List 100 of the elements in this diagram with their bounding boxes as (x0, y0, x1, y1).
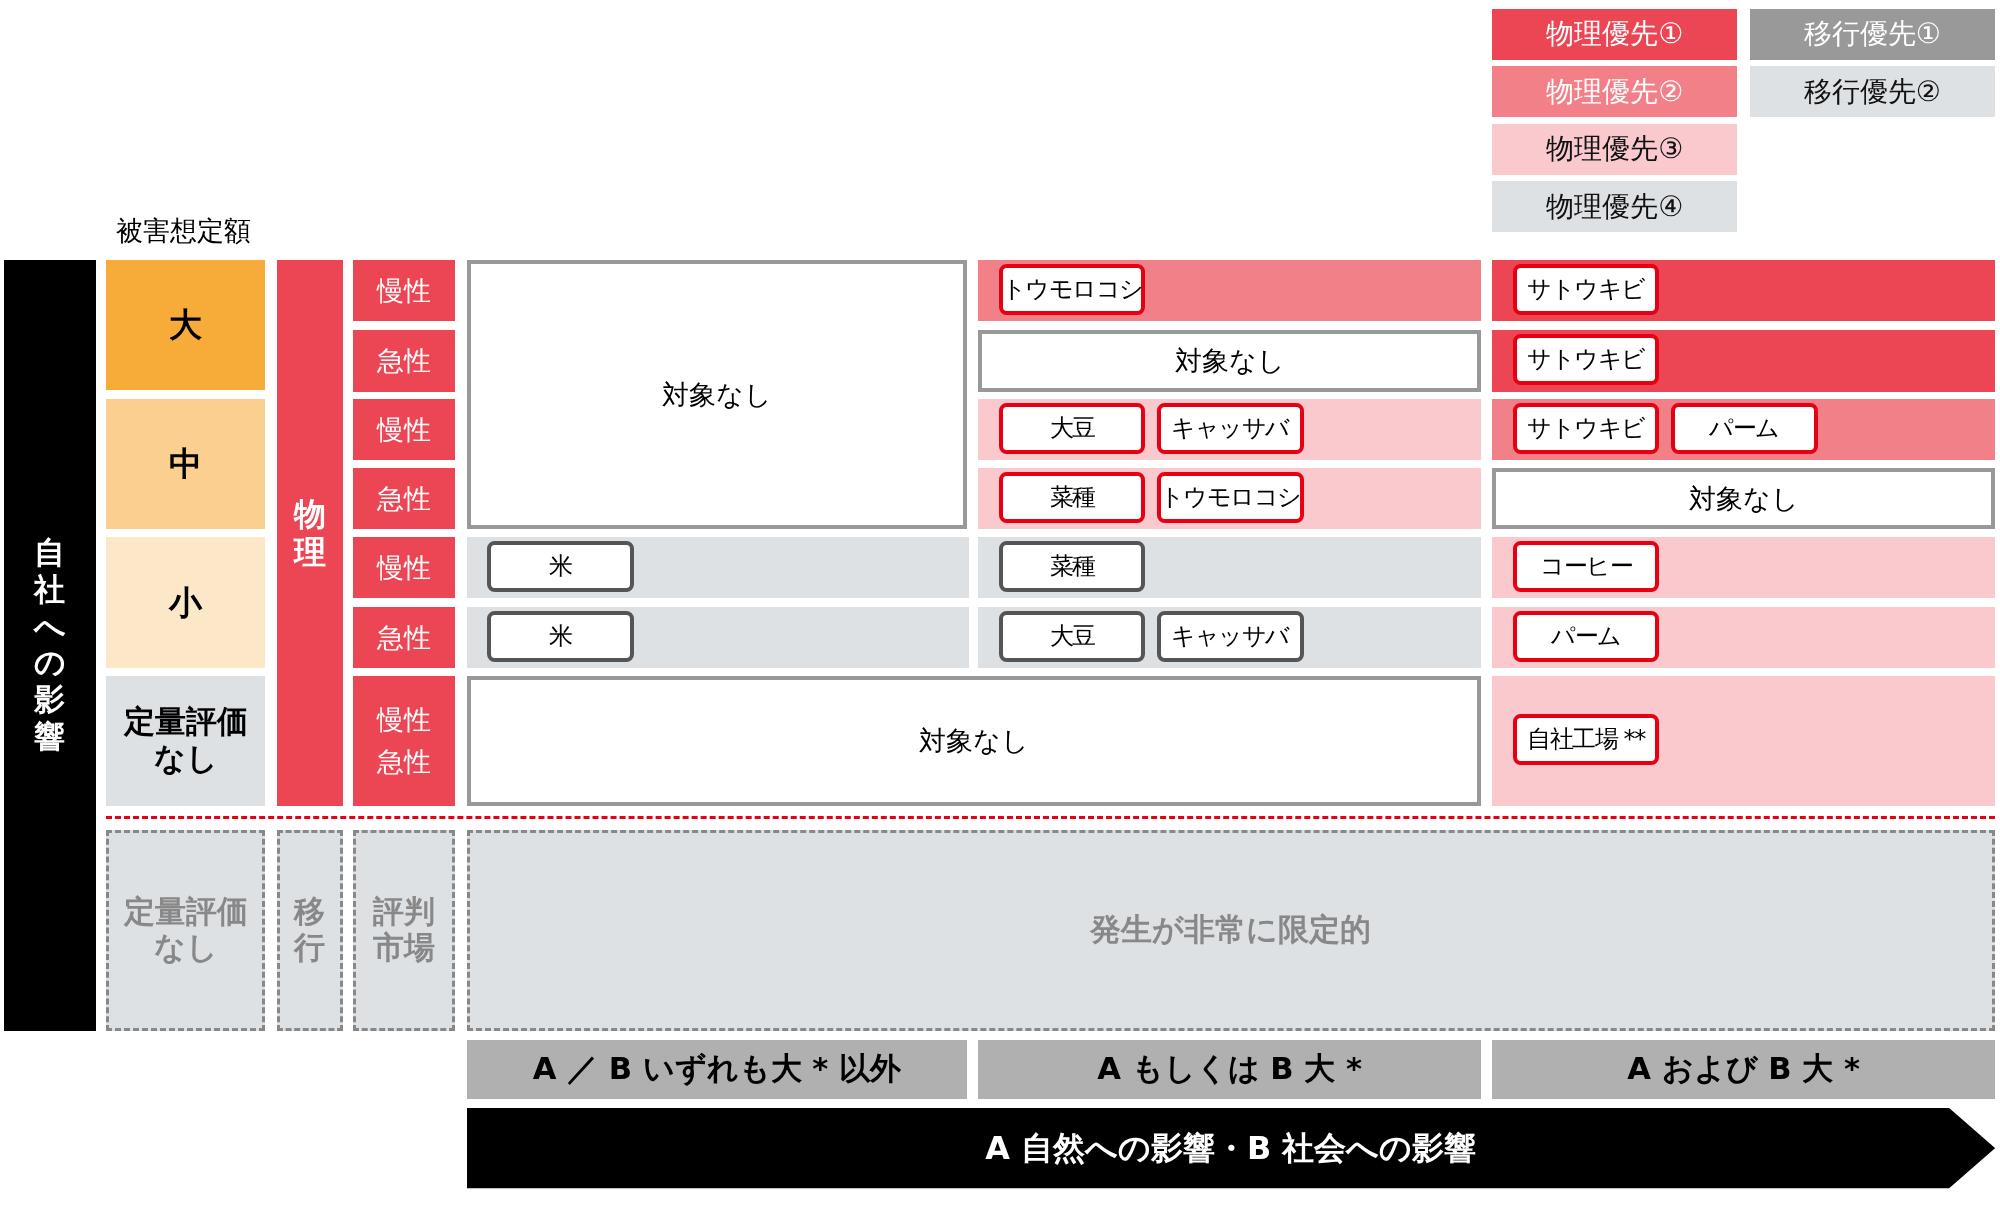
type-cell (353, 399, 456, 461)
type-cell (353, 260, 456, 322)
legend-text: 移行優先② (1803, 73, 1941, 110)
crop-chip (998, 403, 1146, 455)
cell-text: 対象なし (661, 378, 772, 411)
cell-text: 発生が非常に限定的 (1090, 912, 1372, 949)
legend-text: 移行優先① (1803, 16, 1941, 53)
type-cell (353, 537, 456, 599)
crop-chip (998, 264, 1146, 316)
crop-chip (1512, 403, 1660, 455)
type-cell (353, 468, 456, 530)
chip-text: キャッサバ (1171, 414, 1289, 444)
cell-text: 評判市場 (372, 893, 437, 968)
cell-text: 慢性 (377, 703, 432, 736)
cell-background (1492, 399, 1995, 461)
crop-chip (998, 610, 1146, 662)
side-band (3, 260, 96, 1031)
cell-text: 慢性 (377, 274, 432, 307)
cell-text: 急性 (377, 344, 432, 377)
cell-background (1492, 537, 1995, 599)
cell-text: 物理 (292, 494, 327, 572)
chip-text: トウモロコシ (1159, 482, 1301, 512)
crop-chip (1512, 540, 1660, 592)
type-cell (353, 330, 456, 392)
column-header (466, 1039, 967, 1100)
cell-text: 定量評価なし (122, 704, 249, 778)
chip-text: サトウキビ (1527, 345, 1645, 375)
crop-chip (1512, 610, 1660, 662)
cell-text: 慢性 (377, 551, 432, 584)
cell-background (978, 468, 1481, 530)
cell-background (978, 607, 1481, 669)
cell-text: 移行 (293, 893, 327, 968)
cell-text: 対象なし (1688, 482, 1799, 515)
cell-text: 大 (169, 305, 203, 346)
size-cell (105, 537, 266, 669)
cell-text: 対象なし (918, 725, 1029, 758)
chip-text: キャッサバ (1171, 621, 1289, 651)
crop-chip (1156, 610, 1304, 662)
cell-text: A もしくは B 大 * (1097, 1051, 1362, 1088)
crop-chip (1156, 403, 1304, 455)
crop-chip (487, 610, 634, 662)
empty-cell (466, 260, 967, 530)
cell-background (1492, 607, 1995, 669)
cell-text: A ／ B いずれも大 * 以外 (532, 1051, 901, 1088)
crop-chip (998, 540, 1146, 592)
size-cell (105, 260, 266, 391)
chip-text: パーム (1551, 621, 1621, 651)
category-band (276, 260, 344, 807)
dashed-cell (466, 830, 1995, 1031)
cell-text: A および B 大 * (1627, 1051, 1860, 1088)
chip-text: パーム (1709, 414, 1779, 444)
chip-text: トウモロコシ (1001, 275, 1143, 305)
cell-text: 急性 (377, 621, 432, 654)
cell-background (978, 399, 1481, 461)
crop-chip (487, 540, 634, 592)
type-cell (353, 676, 456, 807)
legend-text: 物理優先② (1546, 73, 1684, 110)
cell-text: 中 (169, 444, 203, 485)
legend-text: 物理優先① (1546, 16, 1684, 53)
chip-text: 菜種 (1049, 551, 1095, 581)
type-cell (353, 607, 456, 669)
cell-text: 自社への影響 (33, 535, 66, 756)
chip-text: サトウキビ (1527, 275, 1645, 305)
empty-cell (1492, 468, 1995, 530)
crop-chip (1512, 714, 1660, 766)
dashed-cell (353, 830, 456, 1031)
crop-chip (1512, 334, 1660, 386)
chip-text: 自社工場 ** (1527, 725, 1645, 755)
cell-text: A 自然への影響・B 社会への影響 (985, 1129, 1477, 1168)
chip-text: コーヒー (1540, 551, 1633, 581)
chip-text: 大豆 (1049, 621, 1095, 651)
cell-text: 対象なし (1174, 344, 1285, 377)
chip-text: 米 (549, 621, 572, 651)
crop-chip (1156, 471, 1304, 523)
size-cell (105, 676, 266, 807)
axis-caption: 被害想定額 (116, 214, 252, 248)
cell-text: 急性 (377, 746, 432, 779)
cell-text: 急性 (377, 482, 432, 515)
cell-text: 慢性 (377, 413, 432, 446)
cell-background (1492, 260, 1995, 322)
legend-text: 物理優先③ (1546, 131, 1684, 168)
size-cell (105, 399, 266, 530)
column-header (978, 1039, 1481, 1100)
dashed-cell (105, 830, 266, 1031)
empty-cell (978, 330, 1481, 392)
legend-text: 物理優先④ (1546, 188, 1684, 225)
cell-background (466, 537, 970, 599)
cell-background (978, 260, 1481, 322)
empty-cell (466, 676, 1481, 807)
column-header (1492, 1039, 1995, 1100)
crop-chip (1512, 264, 1660, 316)
cell-background (978, 537, 1481, 599)
crop-chip (998, 471, 1146, 523)
cell-background (1492, 330, 1995, 392)
cell-background (1492, 676, 1995, 807)
chip-text: 米 (549, 551, 572, 581)
cell-background (466, 607, 970, 669)
crop-chip (1670, 403, 1818, 455)
cell-text: 小 (169, 582, 203, 623)
cell-text: 定量評価なし (122, 893, 249, 968)
